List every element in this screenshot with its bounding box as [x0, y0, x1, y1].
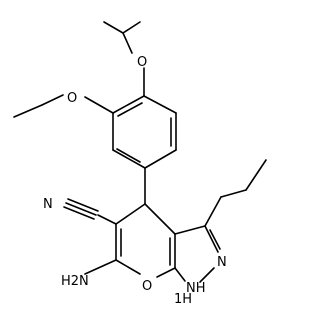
bond: [143, 95, 177, 114]
bond: [174, 225, 206, 235]
bond: [209, 229, 221, 250]
bond: [174, 267, 186, 282]
bond: [97, 214, 117, 225]
bonds: [13, 21, 267, 283]
atom-labels: O O N N O NH 1H H2N: [43, 55, 227, 307]
bond: [67, 198, 99, 212]
bond: [245, 159, 267, 191]
bond: [204, 196, 222, 227]
bond: [144, 203, 176, 235]
atom-label-o-isopropoxy: O: [137, 55, 147, 70]
bond: [115, 203, 146, 225]
bond: [199, 267, 215, 283]
bond: [63, 206, 95, 220]
bond: [65, 202, 97, 216]
atom-label-1h: 1H: [174, 292, 192, 307]
atom-label-n-pyrazole: N: [217, 255, 227, 270]
bond: [122, 21, 141, 34]
bond: [144, 149, 177, 169]
bond: [115, 259, 141, 275]
atom-label-nh-pyrazole: NH: [186, 281, 206, 296]
atom-label-o-pyran: O: [142, 279, 152, 294]
bond: [112, 149, 146, 169]
atom-label-amine: H2N: [61, 274, 89, 289]
bond: [122, 32, 133, 54]
bond: [220, 189, 247, 198]
atom-label-n-nitrile: N: [43, 197, 53, 212]
bond: [13, 104, 43, 118]
bond: [117, 102, 143, 117]
bond: [204, 225, 219, 253]
bond: [103, 21, 124, 34]
bond: [84, 259, 117, 275]
bond: [41, 94, 64, 106]
bond: [116, 148, 141, 163]
bond: [112, 95, 145, 114]
atom-label-o-ethoxy: O: [67, 91, 77, 106]
bond: [156, 267, 176, 278]
bond: [84, 96, 114, 114]
structure-canvas: O O N N O NH 1H H2N: [13, 21, 267, 307]
